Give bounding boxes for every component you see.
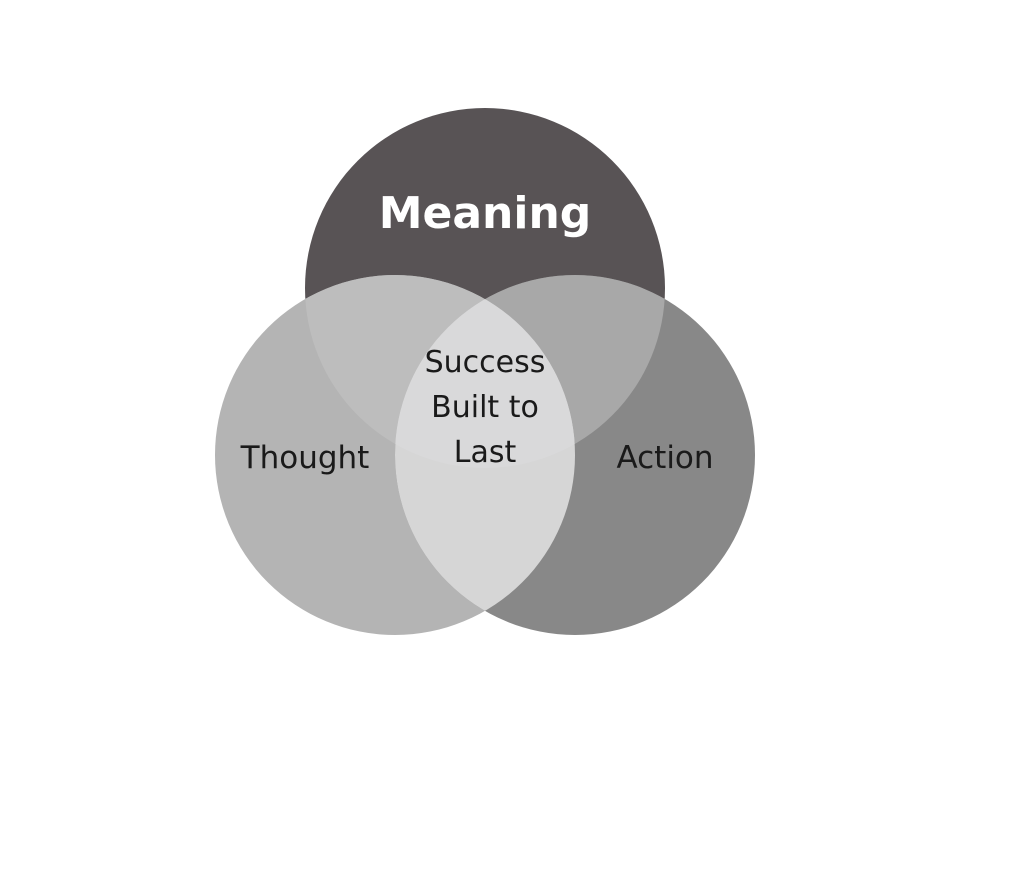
label-center-line-3: Last (454, 435, 517, 470)
label-center-line-1: Success (425, 345, 546, 380)
label-center-line-2: Built to (431, 390, 539, 425)
label-thought: Thought (240, 440, 370, 476)
label-meaning: Meaning (379, 188, 592, 239)
label-action: Action (616, 440, 713, 476)
overlap-center (395, 275, 575, 468)
